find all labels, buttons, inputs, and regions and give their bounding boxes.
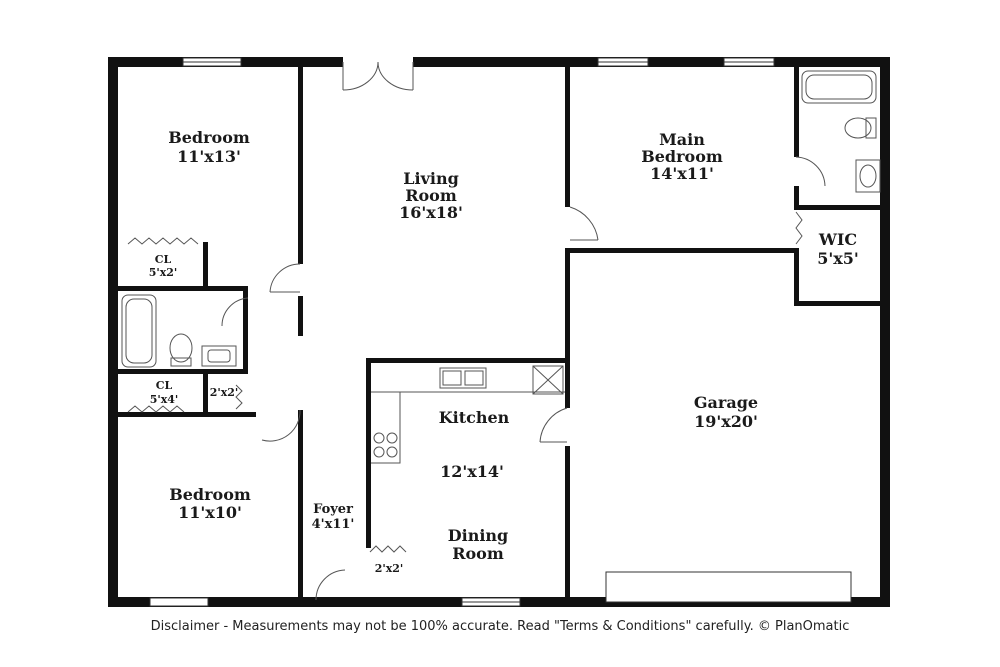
closet-nw-name: CL [155, 253, 172, 266]
pantry-size: 2'x2' [375, 562, 404, 575]
wic-name: WIC [818, 230, 857, 249]
linen-size: 2'x2' [210, 386, 239, 399]
garage-name: Garage [694, 393, 758, 412]
garage-size: 19'x20' [694, 412, 758, 431]
main-bedroom-size: 14'x11' [650, 164, 714, 183]
wic-size: 5'x5' [817, 249, 859, 268]
main-bedroom-name-2: Bedroom [641, 147, 723, 166]
bedroom-sw-name: Bedroom [169, 485, 251, 504]
french-door [342, 56, 414, 91]
living-size: 16'x18' [399, 203, 463, 222]
dining-name-2: Room [452, 544, 504, 563]
fixtures [121, 70, 881, 464]
bedroom-nw-size: 11'x13' [177, 147, 241, 166]
kitchen-size: 12'x14' [440, 462, 504, 481]
living-name-2: Room [405, 186, 457, 205]
closet-mid-size: 5'x4' [150, 393, 179, 406]
disclaimer-text: Disclaimer - Measurements may not be 100… [150, 619, 850, 634]
windows [149, 57, 775, 607]
bedroom-nw-name: Bedroom [168, 128, 250, 147]
room-labels: Bedroom 11'x13' CL 5'x2' Living Room 16'… [149, 128, 859, 575]
foyer-size: 4'x11' [312, 517, 355, 532]
kitchen-name: Kitchen [439, 408, 510, 427]
main-bedroom-name-1: Main [659, 130, 705, 149]
interior-walls [118, 67, 880, 597]
foyer-name: Foyer [313, 502, 353, 517]
garage-door [605, 571, 852, 603]
bedroom-sw-size: 11'x10' [178, 503, 242, 522]
closet-doors [127, 211, 803, 553]
closet-nw-size: 5'x2' [149, 266, 178, 279]
closet-mid-name: CL [156, 379, 173, 392]
dining-name-1: Dining [448, 526, 508, 545]
living-name-1: Living [403, 169, 459, 188]
door-swings [221, 156, 826, 601]
